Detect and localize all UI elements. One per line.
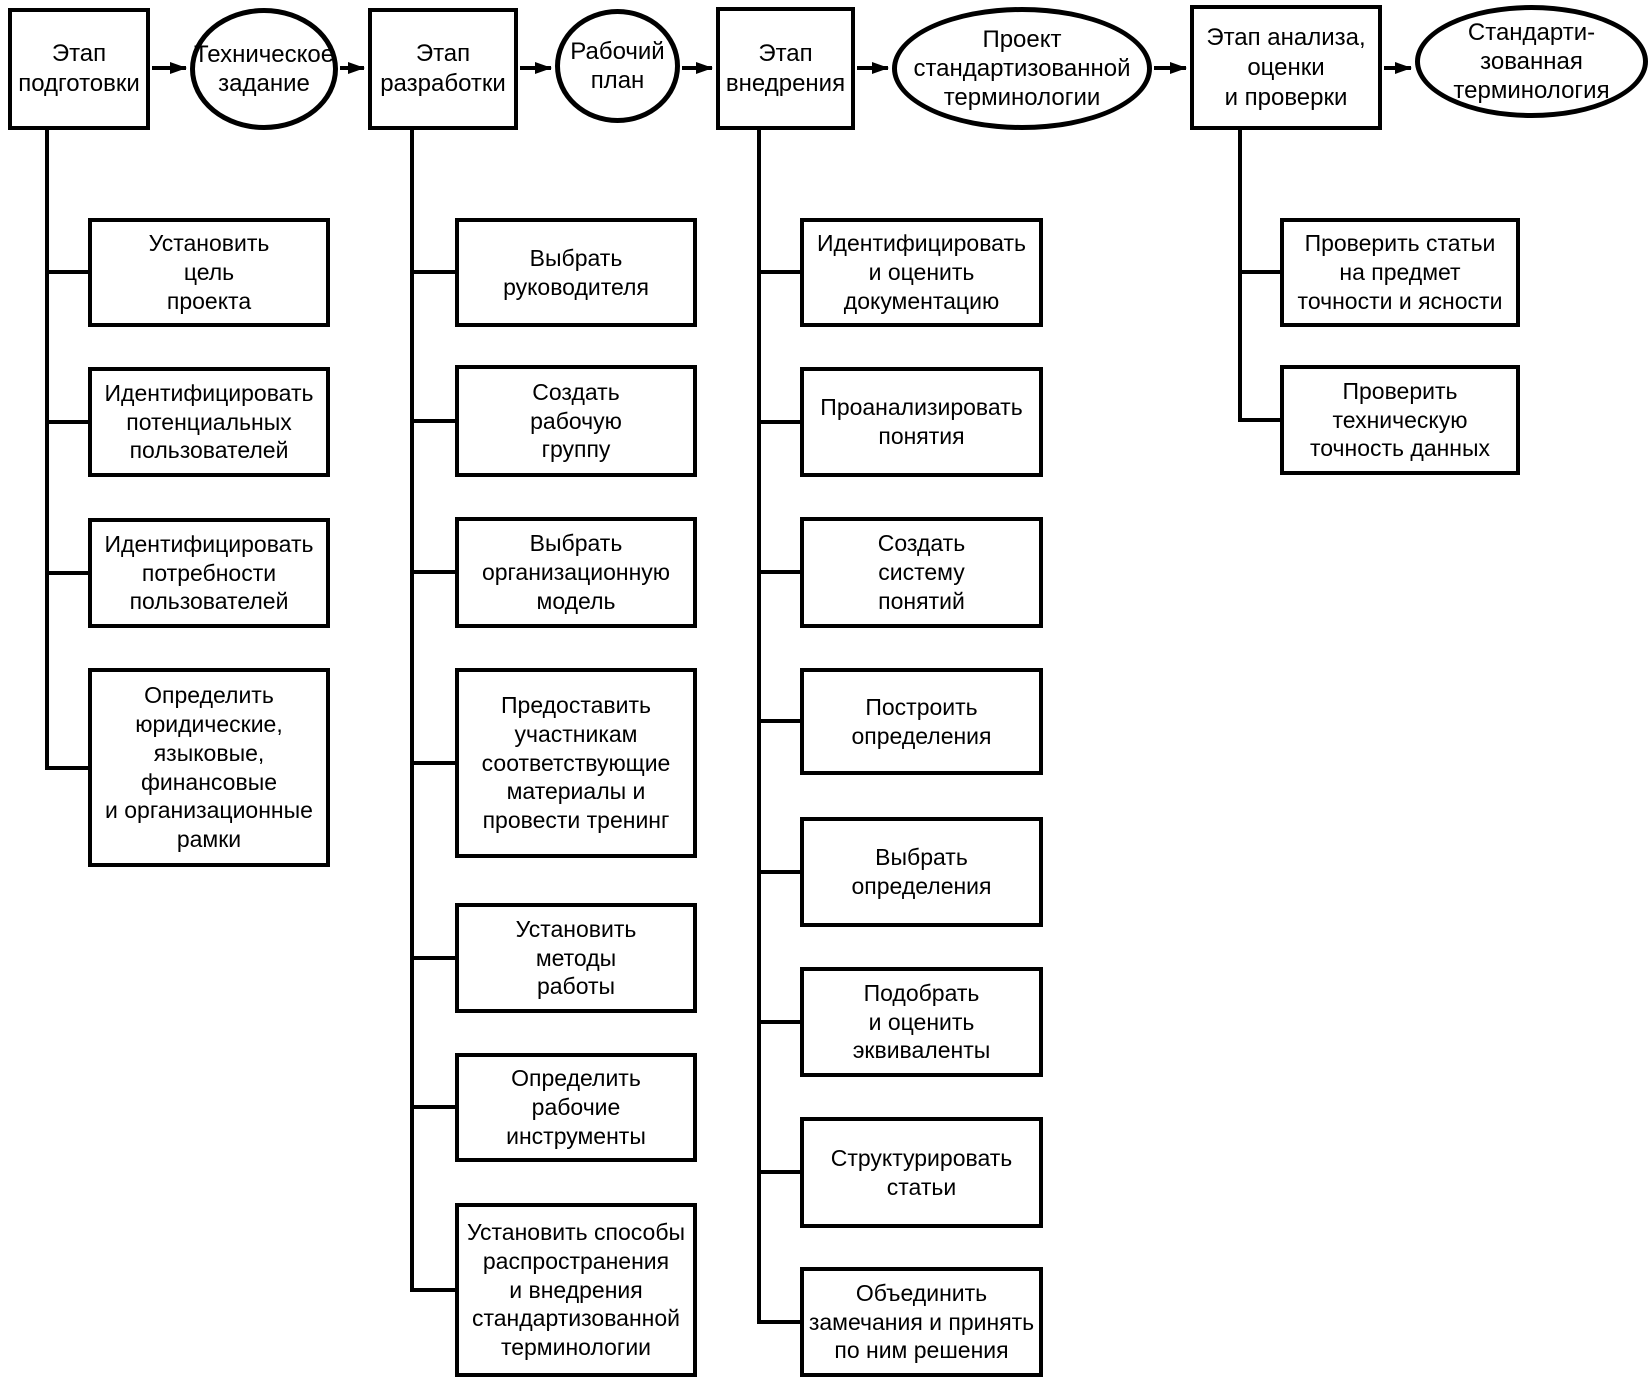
stage-label: Этап внедрения: [725, 39, 846, 97]
task-structure-entries: Структурировать статьи: [800, 1117, 1043, 1228]
stage-implementation-box: Этап внедрения: [716, 7, 855, 130]
task-label: Выбрать определения: [851, 844, 992, 899]
output-draft-standardized-terminology-ellipse: Проект стандартизованной терминологии: [892, 7, 1152, 130]
task-label: Объединить замечания и принять по ним ре…: [808, 1279, 1035, 1364]
task-create-concept-system: Создать систему понятий: [800, 517, 1043, 628]
stage-label: Этап подготовки: [18, 40, 140, 97]
task-choose-leader: Выбрать руководителя: [455, 218, 697, 327]
task-label: Идентифицировать потребности пользовател…: [104, 530, 314, 615]
task-label: Структурировать статьи: [830, 1144, 1013, 1200]
task-provide-materials-and-training: Предоставить участникам соответствующие …: [455, 668, 697, 858]
task-label: Подобрать и оценить эквиваленты: [852, 979, 991, 1064]
task-label: Создать рабочую группу: [530, 378, 622, 463]
task-select-evaluate-equivalents: Подобрать и оценить эквиваленты: [800, 967, 1043, 1077]
stage-development-box: Этап разработки: [368, 8, 518, 130]
task-create-working-group: Создать рабочую группу: [455, 365, 697, 477]
task-label: Установить методы работы: [515, 915, 637, 1000]
task-define-legal-linguistic-financial-frameworks: Определить юридические, языковые, финанс…: [88, 668, 330, 867]
task-label: Определить юридические, языковые, финанс…: [105, 681, 313, 853]
output-label: Техническое задание: [193, 40, 335, 97]
task-label: Проверить статьи на предмет точности и я…: [1297, 230, 1503, 314]
task-identify-user-needs: Идентифицировать потребности пользовател…: [88, 518, 330, 628]
task-label: Определить рабочие инструменты: [506, 1065, 646, 1149]
task-label: Проверить техническую точность данных: [1309, 377, 1491, 462]
output-standardized-terminology-ellipse: Стандарти- зованная терминология: [1415, 5, 1648, 118]
task-label: Идентифицировать и оценить документацию: [817, 230, 1026, 314]
task-identify-evaluate-documentation: Идентифицировать и оценить документацию: [800, 218, 1043, 327]
task-analyze-concepts: Проанализировать понятия: [800, 367, 1043, 477]
task-choose-organizational-model: Выбрать организационную модель: [455, 517, 697, 628]
stage-label: Этап разработки: [380, 40, 506, 97]
task-label: Создать систему понятий: [877, 530, 966, 614]
task-label: Построить определения: [851, 693, 992, 749]
task-check-technical-data-accuracy: Проверить техническую точность данных: [1280, 365, 1520, 475]
task-define-work-tools: Определить рабочие инструменты: [455, 1053, 697, 1162]
output-label: Рабочий план: [570, 37, 665, 94]
task-establish-work-methods: Установить методы работы: [455, 903, 697, 1013]
task-build-definitions: Построить определения: [800, 668, 1043, 775]
task-label: Идентифицировать потенциальных пользоват…: [104, 379, 314, 464]
task-establish-distribution-implementation-methods: Установить способы распространения и вне…: [455, 1203, 697, 1377]
task-label: Выбрать руководителя: [503, 244, 649, 300]
task-consolidate-comments-make-decisions: Объединить замечания и принять по ним ре…: [800, 1267, 1043, 1377]
task-label: Проанализировать понятия: [820, 394, 1023, 449]
output-label: Стандарти- зованная терминология: [1453, 18, 1610, 105]
stage-preparation-box: Этап подготовки: [8, 8, 150, 130]
task-identify-potential-users: Идентифицировать потенциальных пользоват…: [88, 367, 330, 477]
output-work-plan-ellipse: Рабочий план: [555, 9, 680, 123]
output-technical-specification-ellipse: Техническое задание: [190, 8, 338, 130]
output-label: Проект стандартизованной терминологии: [913, 25, 1131, 112]
task-label: Установить цель проекта: [148, 230, 270, 314]
stage-analysis-evaluation-box: Этап анализа, оценки и проверки: [1190, 5, 1382, 130]
stage-label: Этап анализа, оценки и проверки: [1206, 23, 1366, 111]
task-label: Предоставить участникам соответствующие …: [481, 691, 671, 834]
task-label: Выбрать организационную модель: [481, 530, 671, 614]
task-label: Установить способы распространения и вне…: [466, 1218, 686, 1361]
task-set-project-goal: Установить цель проекта: [88, 218, 330, 327]
task-choose-definitions: Выбрать определения: [800, 817, 1043, 927]
task-check-entries-accuracy-clarity: Проверить статьи на предмет точности и я…: [1280, 218, 1520, 327]
